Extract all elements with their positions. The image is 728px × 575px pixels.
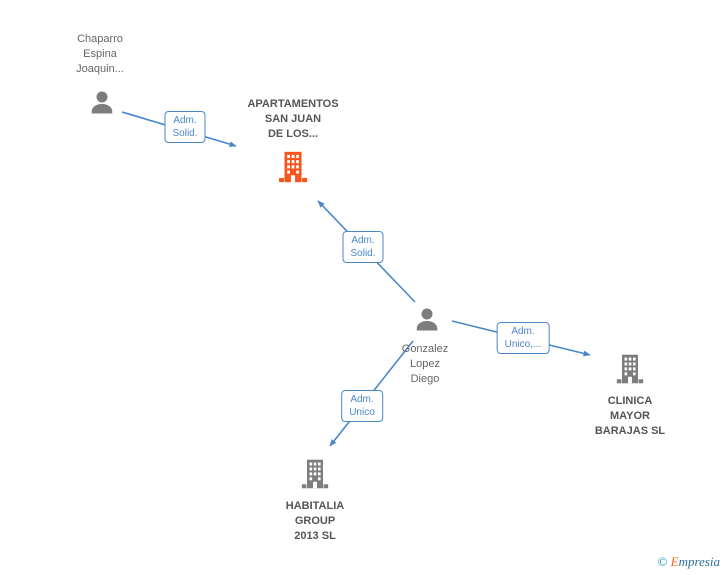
person-icon-chaparro[interactable] xyxy=(87,88,117,118)
building-icon-apartamentos[interactable] xyxy=(276,150,310,184)
brand-name: mpresia xyxy=(678,554,720,569)
building-icon-clinica[interactable] xyxy=(614,353,646,385)
copyright-icon: © xyxy=(657,554,668,569)
edge-label-gonzalez-habitalia: Adm. Unico xyxy=(341,390,383,422)
edge-label-gonzalez-apartamentos: Adm. Solid. xyxy=(342,231,384,263)
label-company-apartamentos: APARTAMENTOS SAN JUAN DE LOS... xyxy=(247,98,339,140)
label-person-gonzalez: Gonzalez Lopez Diego xyxy=(401,343,449,385)
brand-initial: E xyxy=(670,554,679,569)
label-company-clinica: CLINICA MAYOR BARAJAS SL xyxy=(594,395,666,437)
edge-label-gonzalez-clinica: Adm. Unico,... xyxy=(496,322,550,354)
person-icon-gonzalez[interactable] xyxy=(412,305,442,335)
edge-label-chaparro-apartamentos: Adm. Solid. xyxy=(164,111,206,143)
label-person-chaparro: Chaparro Espina Joaquin... xyxy=(76,33,124,75)
label-company-habitalia: HABITALIA GROUP 2013 SL xyxy=(285,500,345,542)
empresia-logo[interactable]: © Empresia xyxy=(658,554,721,570)
building-icon-habitalia[interactable] xyxy=(299,458,331,490)
